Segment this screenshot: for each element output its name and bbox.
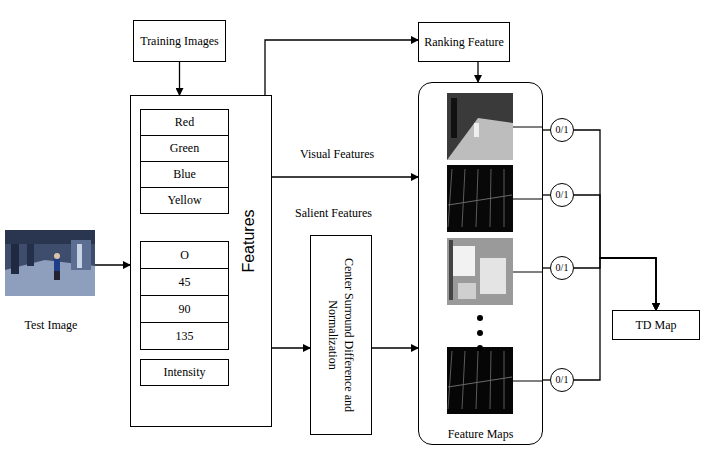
connector-arrow xyxy=(574,130,656,310)
connector-arrow xyxy=(477,62,478,82)
node-text: 45 xyxy=(179,275,191,289)
node-text: 90 xyxy=(179,302,191,316)
threshold-circle: 0/1 xyxy=(550,118,574,142)
node-text: 0/1 xyxy=(556,374,569,386)
process-box: Ranking Feature xyxy=(418,22,510,62)
connector-arrow xyxy=(543,267,550,268)
connector-arrow xyxy=(543,379,550,380)
threshold-circle: 0/1 xyxy=(550,368,574,392)
connector-arrow xyxy=(272,176,418,177)
node-text: 0/1 xyxy=(556,262,569,274)
feature-box: Intensity xyxy=(140,359,229,386)
process-box: Center Surround Difference and Normaliza… xyxy=(310,235,372,435)
connector-arrow xyxy=(265,40,418,95)
connector-arrow xyxy=(543,194,550,195)
output-box: TD Map xyxy=(612,310,700,340)
feature-box: 45 xyxy=(140,268,229,296)
feature-map-thumbnails xyxy=(418,82,543,445)
threshold-circle: 0/1 xyxy=(550,183,574,207)
node-text: Center Surround Difference and Normaliza… xyxy=(325,241,357,429)
connector-arrow xyxy=(95,264,130,265)
feature-box: O xyxy=(140,241,229,269)
feature-box: Blue xyxy=(140,161,229,188)
path-label: Visual Features xyxy=(298,147,376,162)
feature-box: 90 xyxy=(140,295,229,323)
feature-box: 135 xyxy=(140,322,229,350)
test-photo xyxy=(5,230,95,296)
node-text: Blue xyxy=(173,167,196,181)
connector-arrow xyxy=(272,347,310,348)
feature-map-panel: Feature Maps xyxy=(418,82,543,445)
connector-arrow xyxy=(372,347,418,348)
node-text: TD Map xyxy=(636,318,677,332)
node-text: Yellow xyxy=(167,193,201,207)
process-box: Training Images xyxy=(133,20,226,62)
node-text: 0/1 xyxy=(556,189,569,201)
feature-box: Yellow xyxy=(140,187,229,214)
node-text: 0/1 xyxy=(556,124,569,136)
node-text: Ranking Feature xyxy=(424,35,504,49)
connector-arrow xyxy=(543,129,550,130)
node-text: Green xyxy=(170,141,199,155)
node-text: Feature Maps xyxy=(448,427,514,441)
feature-group: Features RedGreenBlueYellowO 45 90 135Intens… xyxy=(130,95,272,427)
node-text: Red xyxy=(175,115,194,129)
node-text: 135 xyxy=(176,329,194,343)
feature-box: Green xyxy=(140,135,229,162)
node-text: Test Image xyxy=(25,318,78,332)
node-text: O xyxy=(180,248,189,262)
connector-arrow xyxy=(574,195,656,310)
node-text: Training Images xyxy=(140,34,219,48)
connector-arrow xyxy=(179,62,180,95)
threshold-circle: 0/1 xyxy=(550,256,574,280)
connector-arrow xyxy=(574,258,656,310)
path-label: Salient Features xyxy=(293,206,374,221)
feature-box: Red xyxy=(140,109,229,136)
node-text: Features xyxy=(239,209,258,272)
input-image: Test Image xyxy=(5,228,97,332)
node-text: Intensity xyxy=(164,365,206,379)
